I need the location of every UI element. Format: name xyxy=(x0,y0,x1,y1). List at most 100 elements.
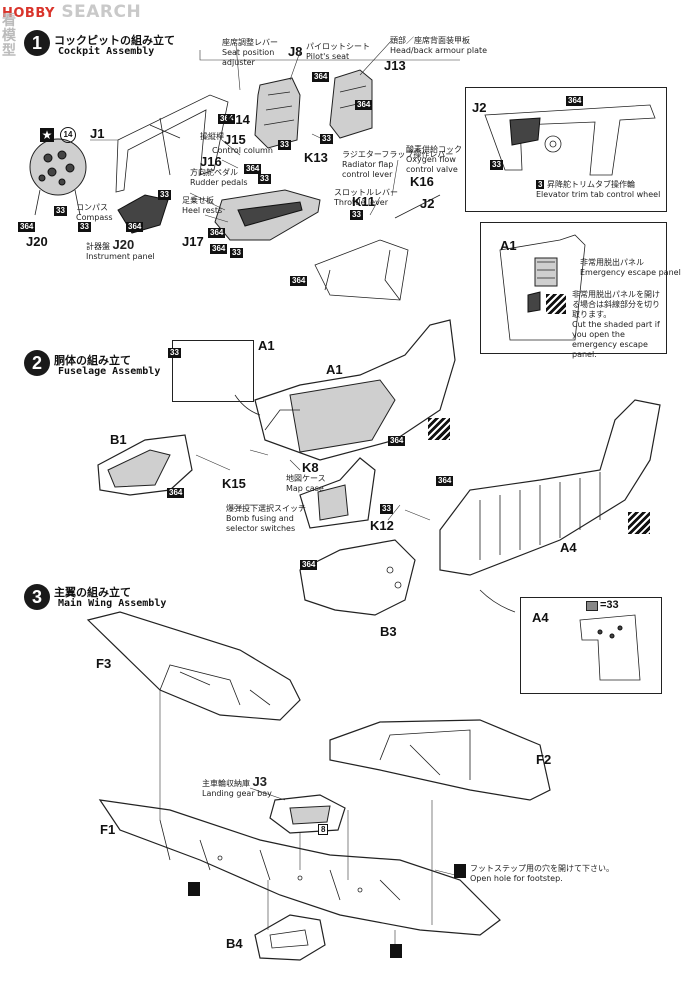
b4-part-drawing xyxy=(254,914,326,961)
radiator-en: Radiator flap control lever xyxy=(342,160,394,179)
lower-frame-j2 xyxy=(314,194,441,301)
step-2-title-jp: 胴体の組み立て xyxy=(54,354,131,367)
watermark-prefix: HOBBY xyxy=(2,6,55,21)
escape-callout: 非常用脱出パネル Emergency escape panel xyxy=(580,258,681,278)
footstep-en: Open hole for footstep. xyxy=(470,874,563,883)
control-column-en: Control column xyxy=(212,146,273,155)
wing-f3-drawing xyxy=(86,611,301,721)
compass-jp: コンパス xyxy=(76,203,108,212)
throttle-jp: スロットルレバー xyxy=(334,188,398,197)
a1-inset-box xyxy=(172,340,254,402)
part-j15: J15 xyxy=(224,132,246,147)
part-j8: J8 xyxy=(288,44,303,59)
armour-plate-drawing xyxy=(329,69,373,139)
part-j2-detail: J2 xyxy=(472,100,487,115)
color-364-m: 364 xyxy=(436,476,454,486)
color-33-a: 33 xyxy=(320,134,333,144)
color-364-e: 364 xyxy=(18,222,36,232)
color-33-b: 33 xyxy=(278,140,291,150)
step-1-badge: 1 xyxy=(24,30,50,56)
wing-f2-drawing xyxy=(329,719,551,801)
radiator-jp: ラジエターフラップ操作レバー xyxy=(342,150,454,159)
decal-number: 14 xyxy=(60,127,76,143)
bomb-callout: 爆弾投下選択スイッチ Bomb fusing and selector swit… xyxy=(226,504,326,534)
part-f2: F2 xyxy=(536,752,552,767)
color-364-c: 364 xyxy=(355,100,373,110)
escape-jp: 非常用脱出パネル xyxy=(580,258,644,267)
color-364-f: 364 xyxy=(126,222,144,232)
part-j16: J16 xyxy=(200,154,222,169)
step-3-badge: 3 xyxy=(24,584,50,610)
head-armour-jp: 頭部／座席背面装甲板 xyxy=(390,36,470,45)
a1-detail-box xyxy=(480,222,667,354)
bomb-jp: 爆弾投下選択スイッチ xyxy=(226,504,306,513)
step-3-title-en: Main Wing Assembly xyxy=(58,598,167,609)
elevator-jp: 昇降舵トリムタブ操作輪 xyxy=(547,180,635,189)
lower-b3-drawing xyxy=(299,539,416,616)
part-j20-b: J20 xyxy=(112,237,135,252)
control-column-jp: 操縦桿 xyxy=(200,132,224,141)
color-33-j: 33 xyxy=(168,348,181,358)
instrument-callout: 計器盤 J20 Instrument panel xyxy=(86,237,155,262)
cut-hatch-icon xyxy=(546,294,566,314)
map-case-callout: 地図ケース Map case xyxy=(286,474,326,494)
color-33-e: 33 xyxy=(158,190,171,200)
drill-icon-c xyxy=(390,944,402,958)
color-8: 8 xyxy=(318,824,329,835)
elevator-en: Elevator trim tab control wheel xyxy=(536,190,661,199)
oxygen-jp: 酸素供給コック xyxy=(406,145,462,154)
footstep-callout: フットステップ用の穴を開けて下さい。 Open hole for footste… xyxy=(470,864,614,884)
pilot-seat-callout: パイロットシート Pilot's seat xyxy=(306,42,370,62)
oxygen-callout: 酸素供給コック Oxygen flow control valve xyxy=(406,145,476,175)
a4-detail-drawing xyxy=(579,614,641,681)
watermark: HOBBY SEARCH xyxy=(2,2,141,22)
throttle-callout: スロットルレバー Throttle lever xyxy=(334,188,398,208)
part-f3: F3 xyxy=(96,656,112,671)
color-364-i: 364 xyxy=(290,276,308,286)
color-33-f: 33 xyxy=(54,206,67,216)
map-case-jp: 地図ケース xyxy=(286,474,326,483)
part-k13: K13 xyxy=(304,150,328,165)
color-364-a: 364 xyxy=(312,72,330,82)
head-armour-callout: 頭部／座席背面装甲板 Head/back armour plate xyxy=(390,36,487,56)
part-j2: J2 xyxy=(420,196,435,211)
a4-detail-box xyxy=(520,597,662,694)
color-swatch xyxy=(586,601,598,611)
landing-gear-bay-drawing xyxy=(269,794,346,834)
part-k12: K12 xyxy=(370,518,394,533)
heel-rests-callout: 足乗せ板 Heel rests xyxy=(182,196,222,216)
step-1-title-en: Cockpit Assembly xyxy=(58,46,155,57)
color-33-c: 33 xyxy=(258,174,271,184)
fuselage-a1-drawing xyxy=(254,319,456,461)
landing-gear-en: Landing gear bay xyxy=(202,789,272,798)
part-a1: A1 xyxy=(326,362,343,377)
drill-icon-b xyxy=(188,882,200,896)
part-j3: J3 xyxy=(252,774,268,789)
instrument-jp: 計器盤 xyxy=(86,242,110,251)
part-a1-inset: A1 xyxy=(258,338,275,353)
part-j20: J20 xyxy=(26,234,48,249)
part-a4: A4 xyxy=(560,540,577,555)
color-364-g: 364 xyxy=(208,228,226,238)
part-j1: J1 xyxy=(90,126,105,141)
part-j13: J13 xyxy=(384,58,406,73)
watermark-text: SEARCH xyxy=(61,2,142,22)
a1-detail-drawing xyxy=(499,234,586,341)
part-k11: K11 xyxy=(352,194,376,209)
cut-en: Cut the shaded part if you open the emer… xyxy=(572,320,660,359)
drill-icon-a xyxy=(454,864,466,878)
color-364-d: 364 xyxy=(244,164,262,174)
color-33-h: 33 xyxy=(230,248,243,258)
step-2-title-en: Fuselage Assembly xyxy=(58,366,161,377)
color-33-g: 33 xyxy=(78,222,91,232)
color-364-j: 364 xyxy=(566,96,584,106)
color-364-l: 364 xyxy=(167,488,185,498)
part-b4: B4 xyxy=(226,936,243,951)
cut-jp: 非常用脱出パネルを開ける場合は斜線部分を切り取ります。 xyxy=(572,290,660,319)
part-a4-detail: A4 xyxy=(532,610,549,625)
pilot-seat-drawing xyxy=(254,77,301,149)
step-1-title-jp: コックピットの組み立て xyxy=(54,34,175,47)
heel-rests-en: Heel rests xyxy=(182,206,223,215)
cut-callout: 非常用脱出パネルを開ける場合は斜線部分を切り取ります。 Cut the shad… xyxy=(572,290,660,360)
seat-adjuster-callout: 座席調整レバー Seat position adjuster xyxy=(222,38,292,68)
